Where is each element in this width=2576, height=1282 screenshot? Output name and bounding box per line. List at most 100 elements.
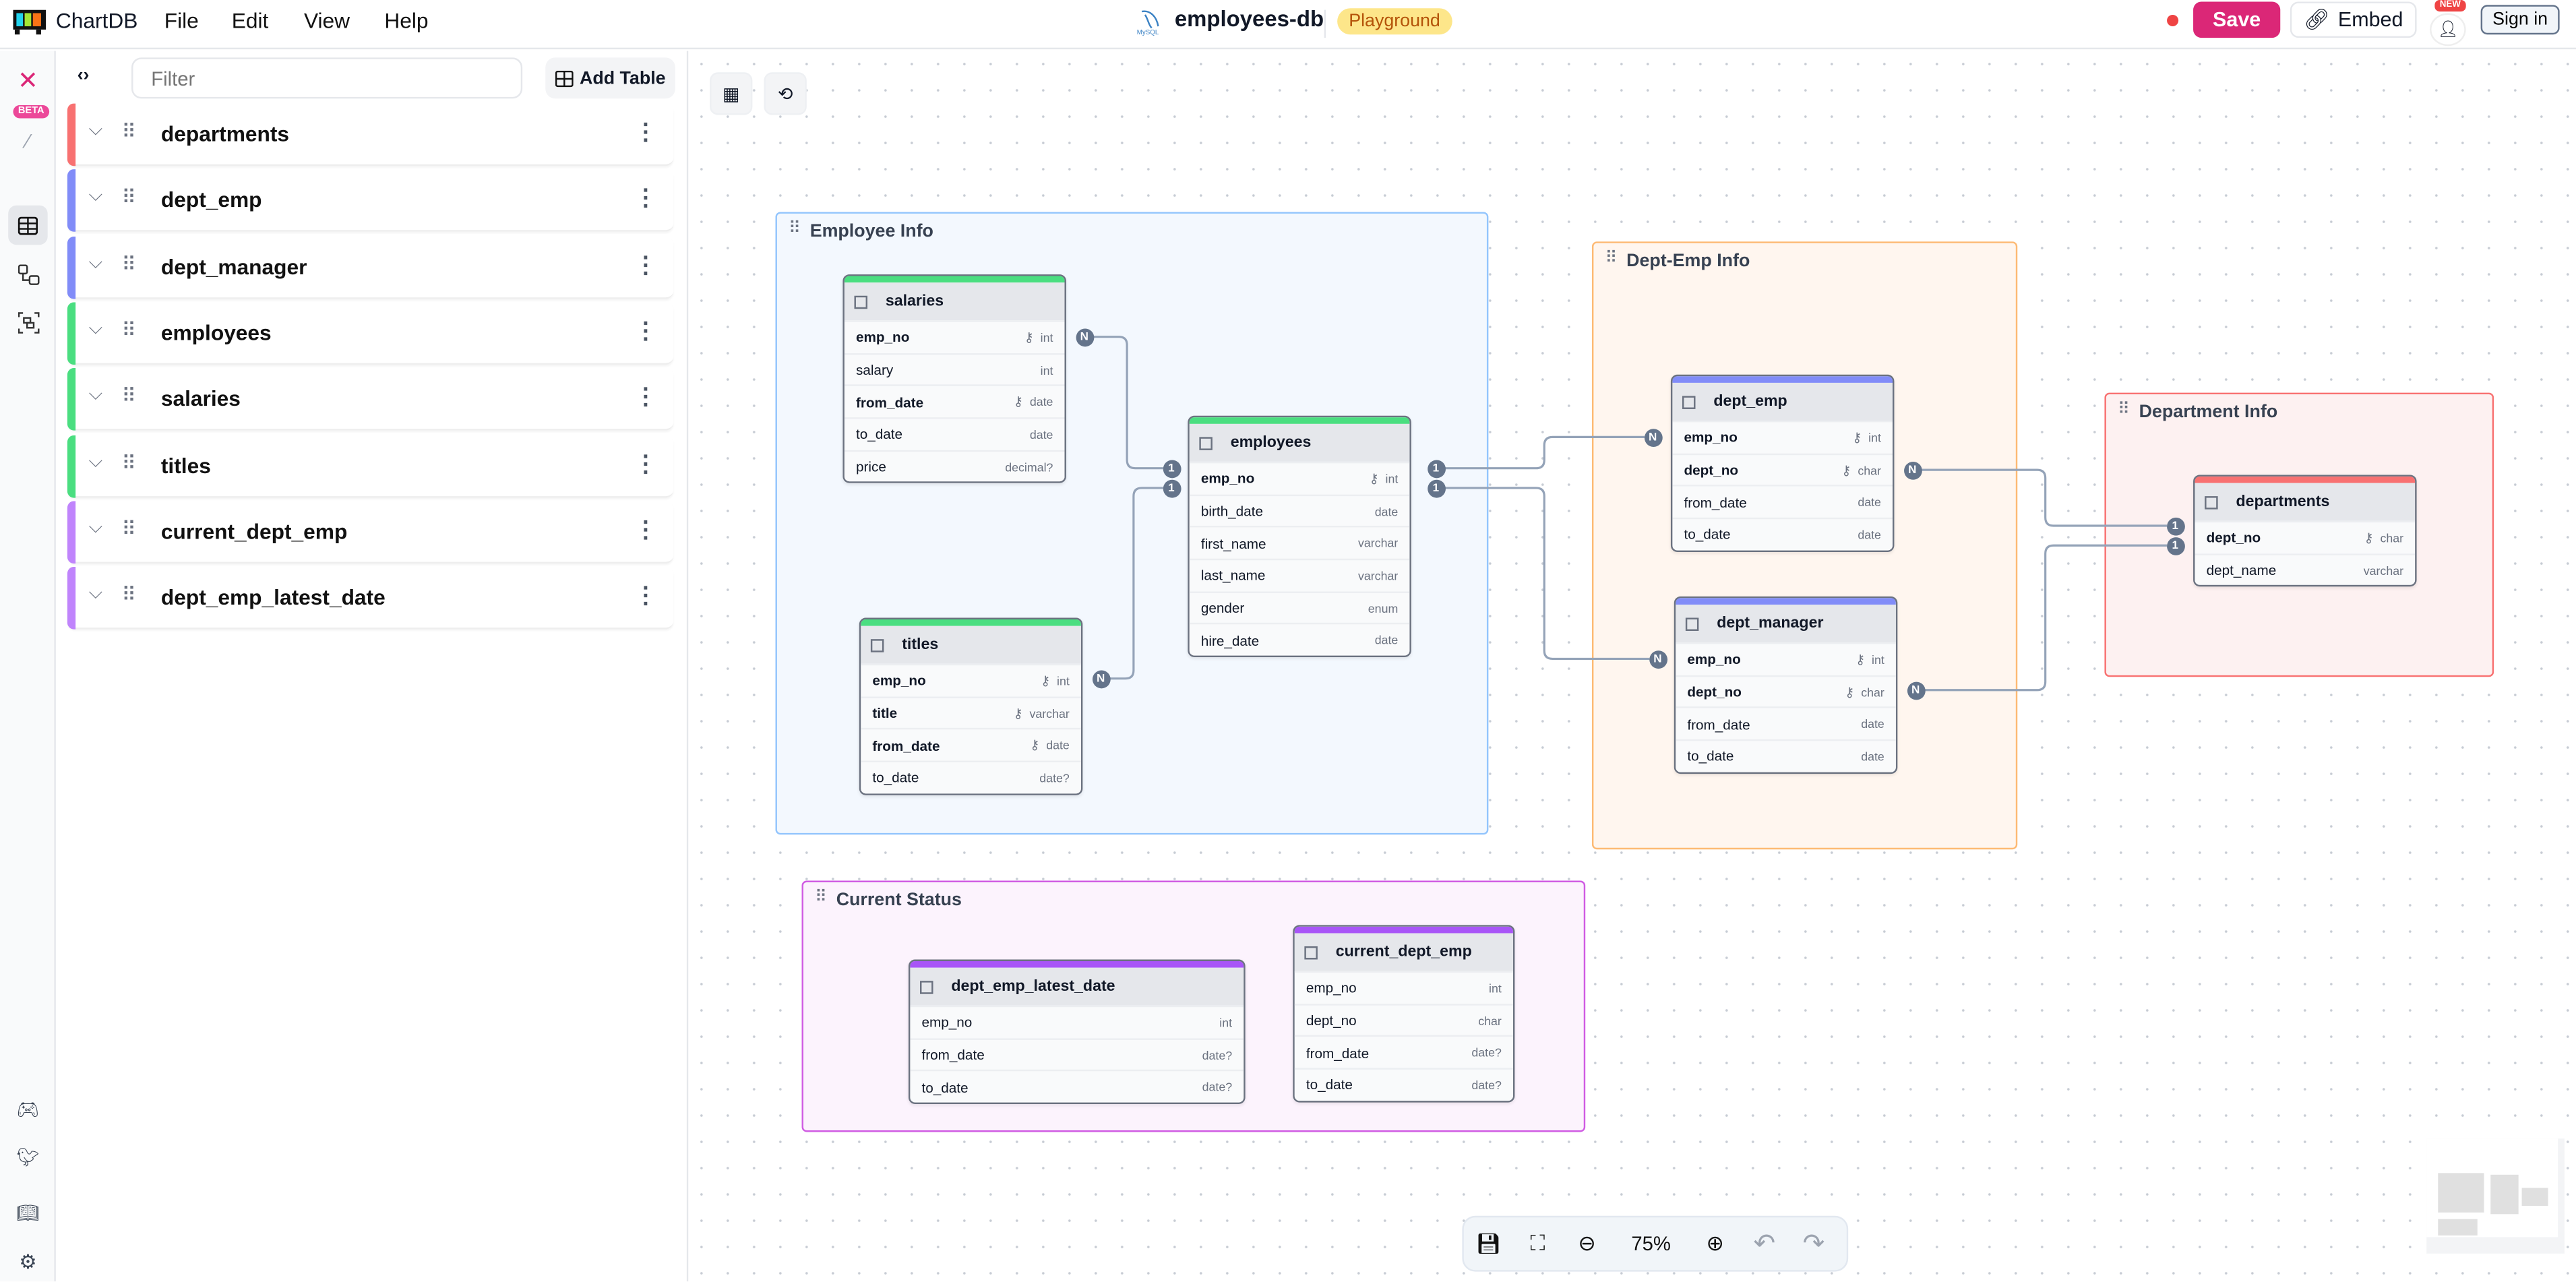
- table-header[interactable]: dept_manager: [1676, 605, 1896, 643]
- sidebar-table-item[interactable]: ⌵⠿employees⋮: [67, 302, 674, 365]
- more-options-icon[interactable]: ⋮: [634, 118, 657, 145]
- drag-handle-icon[interactable]: ⠿: [121, 252, 135, 276]
- table-field[interactable]: dept_no⚷char: [2195, 520, 2416, 553]
- table-header[interactable]: dept_emp_latest_date: [910, 967, 1244, 1006]
- chevron-down-icon[interactable]: ⌵: [88, 451, 102, 471]
- sidebar-table-item[interactable]: ⌵⠿departments⋮: [67, 103, 674, 166]
- chevron-down-icon[interactable]: ⌵: [88, 186, 102, 206]
- menu-file[interactable]: File: [164, 8, 199, 33]
- drag-handle-icon[interactable]: ⠿: [121, 119, 135, 144]
- table-view-button[interactable]: ▦: [710, 72, 753, 115]
- table-field[interactable]: emp_no⚷int: [861, 663, 1081, 696]
- relationship-edge[interactable]: [1924, 544, 2168, 692]
- relationship-edge[interactable]: [1109, 487, 1163, 680]
- menu-edit[interactable]: Edit: [231, 8, 269, 33]
- menu-help[interactable]: Help: [384, 8, 429, 33]
- drag-handle-icon[interactable]: ⠿: [121, 186, 135, 210]
- table-header[interactable]: current_dept_emp: [1294, 933, 1513, 971]
- zoom-level[interactable]: 75%: [1631, 1232, 1671, 1256]
- magic-wand-icon[interactable]: ⁄: [26, 129, 30, 153]
- drag-handle-icon[interactable]: ⠿: [121, 318, 135, 342]
- table-field[interactable]: emp_no⚷int: [1189, 461, 1410, 494]
- table-header[interactable]: employees: [1189, 423, 1410, 462]
- table-field[interactable]: dept_no⚷char: [1676, 675, 1896, 708]
- sidebar-table-item[interactable]: ⌵⠿salaries⋮: [67, 368, 674, 431]
- areas-tab[interactable]: [8, 303, 48, 342]
- more-options-icon[interactable]: ⋮: [634, 515, 657, 542]
- zoom-in-button[interactable]: ⊕: [1690, 1216, 1740, 1272]
- more-options-icon[interactable]: ⋮: [634, 449, 657, 476]
- table-field[interactable]: emp_no⚷int: [844, 320, 1065, 353]
- table-header[interactable]: salaries: [844, 282, 1065, 321]
- table-field[interactable]: from_date⚷date: [844, 385, 1065, 418]
- menu-view[interactable]: View: [303, 8, 350, 33]
- chevron-down-icon[interactable]: ⌵: [88, 384, 102, 405]
- drag-handle-icon[interactable]: ⠿: [121, 451, 135, 475]
- table-header[interactable]: titles: [861, 625, 1081, 664]
- diagram-canvas[interactable]: ▦ ⟲ ⠿Employee Info⠿Dept-Emp Info⠿Departm…: [688, 51, 2576, 1282]
- relationship-edge[interactable]: [1920, 468, 2168, 527]
- zoom-out-button[interactable]: ⊖: [1562, 1216, 1612, 1272]
- embed-button[interactable]: 🔗︎Embed: [2290, 1, 2417, 38]
- table-header[interactable]: dept_emp: [1672, 382, 1893, 421]
- minimap[interactable]: [2426, 1138, 2565, 1254]
- relationship-edge[interactable]: [1444, 487, 1650, 661]
- undo-button[interactable]: ↶: [1740, 1216, 1789, 1272]
- sidebar-table-item[interactable]: ⌵⠿current_dept_emp⋮: [67, 500, 674, 563]
- sidebar-table-item[interactable]: ⌵⠿titles⋮: [67, 434, 674, 497]
- drag-handle-icon[interactable]: ⠿: [2117, 400, 2130, 419]
- filter-input[interactable]: [131, 57, 523, 99]
- save-button[interactable]: Save: [2193, 1, 2281, 38]
- add-table-button[interactable]: Add Table: [545, 57, 675, 99]
- chartdb-icon[interactable]: ✕: [18, 67, 38, 96]
- table-field[interactable]: emp_no⚷int: [1672, 421, 1893, 453]
- diagram-name[interactable]: employees-db: [1174, 6, 1324, 32]
- sidebar-table-item[interactable]: ⌵⠿dept_emp⋮: [67, 169, 674, 233]
- table-field[interactable]: emp_no⚷int: [1676, 642, 1896, 675]
- auto-arrange-button[interactable]: ⟲: [764, 72, 807, 115]
- more-options-icon[interactable]: ⋮: [634, 317, 657, 344]
- drag-handle-icon[interactable]: ⠿: [121, 384, 135, 408]
- redo-button[interactable]: ↷: [1789, 1216, 1838, 1272]
- drag-handle-icon[interactable]: ⠿: [121, 583, 135, 607]
- relationships-tab[interactable]: [8, 255, 48, 295]
- chevron-down-icon[interactable]: ⌵: [88, 252, 102, 272]
- drag-handle-icon[interactable]: ⠿: [1605, 249, 1618, 268]
- tables-tab[interactable]: [8, 205, 48, 245]
- sidebar-table-item[interactable]: ⌵⠿dept_manager⋮: [67, 236, 674, 299]
- more-options-icon[interactable]: ⋮: [634, 184, 657, 211]
- table-field[interactable]: title⚷varchar: [861, 696, 1081, 729]
- relationship-edge[interactable]: [1444, 435, 1645, 470]
- book-icon[interactable]: 📖︎: [16, 1203, 40, 1223]
- save-diagram-button[interactable]: 💾︎: [1464, 1216, 1513, 1272]
- chevron-down-icon[interactable]: ⌵: [88, 119, 102, 140]
- discord-icon[interactable]: 🎮︎: [16, 1099, 40, 1120]
- sign-in-button[interactable]: Sign in: [2480, 5, 2560, 35]
- code-toggle-icon[interactable]: ‹›: [77, 65, 90, 86]
